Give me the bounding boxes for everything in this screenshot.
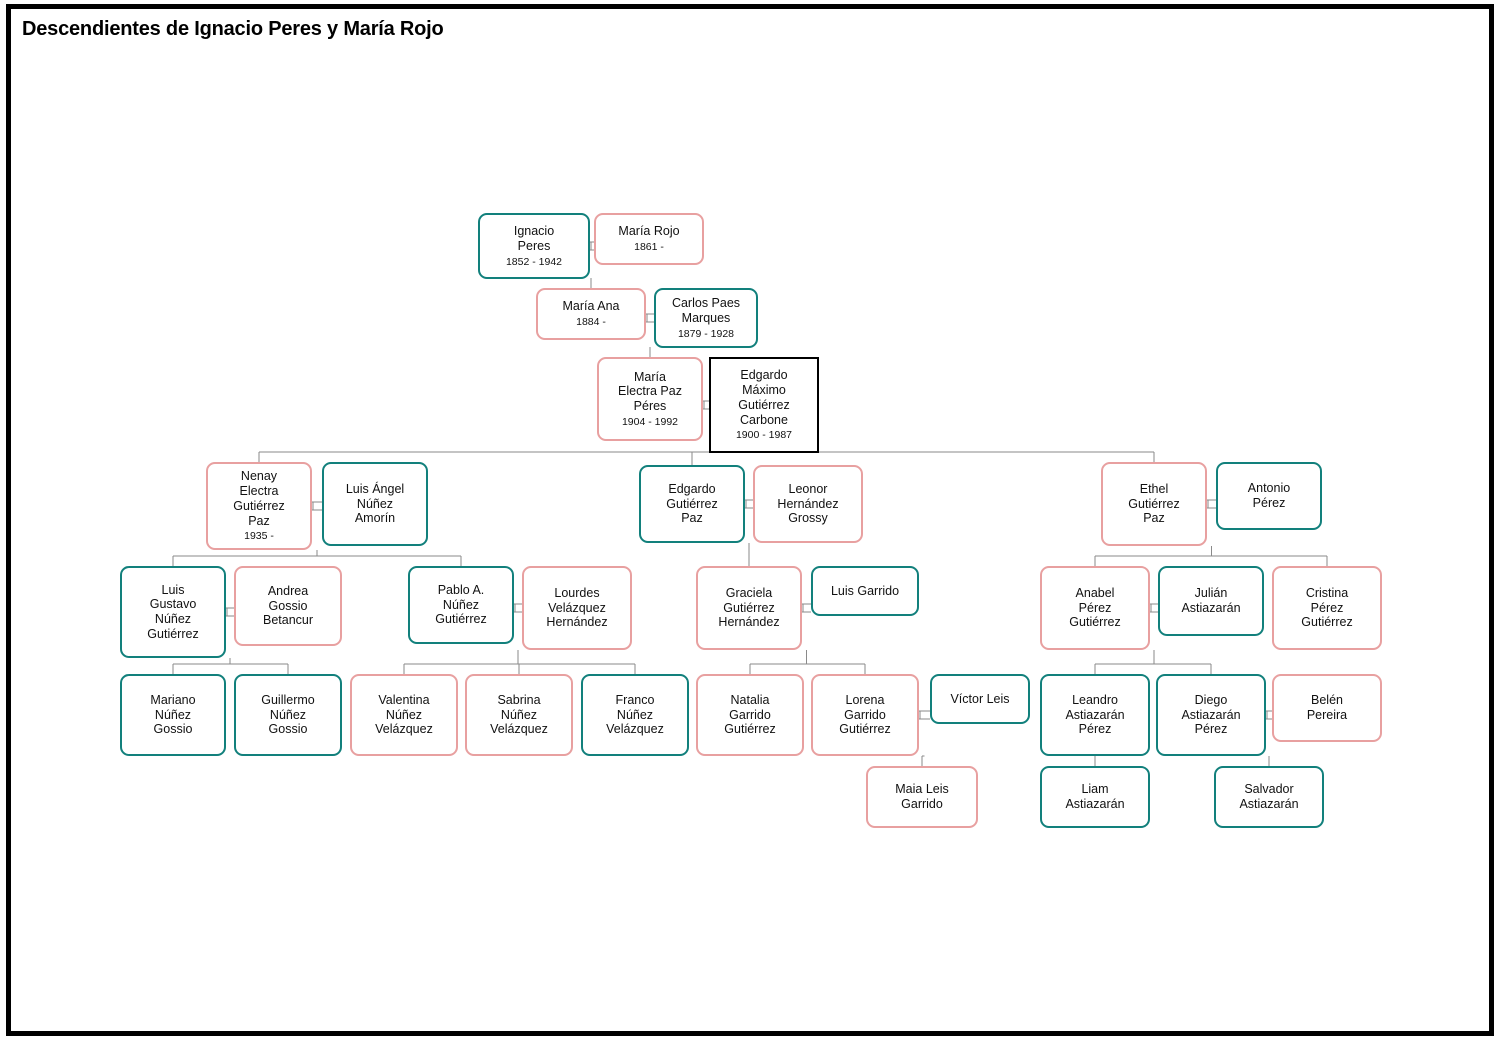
person-dates: 1861 -: [634, 241, 664, 254]
person-dates: 1884 -: [576, 316, 606, 329]
person-node-victorleis[interactable]: Víctor Leis: [930, 674, 1030, 724]
person-name: Valentina Núñez Velázquez: [375, 692, 433, 737]
person-dates: 1904 - 1992: [621, 415, 679, 428]
person-name: Julián Astiazarán: [1181, 586, 1241, 615]
person-name: Antonio Pérez: [1247, 481, 1291, 510]
person-name: María Ana: [562, 299, 620, 314]
person-node-carlospaes[interactable]: Carlos Paes Marques 1879 - 1928: [654, 288, 758, 348]
person-node-mariarojo[interactable]: María Rojo 1861 -: [594, 213, 704, 265]
page-title: Descendientes de Ignacio Peres y María R…: [22, 18, 444, 40]
person-name: Franco Núñez Velázquez: [606, 692, 664, 737]
person-name: Ethel Gutiérrez Paz: [1128, 481, 1180, 526]
person-name: Leandro Astiazarán Pérez: [1065, 692, 1125, 737]
person-node-luisgus[interactable]: Luis Gustavo Núñez Gutiérrez: [120, 566, 226, 658]
person-dates: 1935 -: [244, 530, 274, 543]
person-node-luisangel[interactable]: Luis Ángel Núñez Amorín: [322, 462, 428, 546]
person-name: Luis Gustavo Núñez Gutiérrez: [147, 582, 199, 641]
person-node-ignacio[interactable]: Ignacio Peres 1852 - 1942: [478, 213, 590, 279]
person-name: Maia Leis Garrido: [895, 782, 949, 811]
person-dates: 1852 - 1942: [505, 255, 563, 268]
person-name: Ignacio Peres: [513, 224, 555, 253]
person-name: Guillermo Núñez Gossio: [261, 692, 315, 737]
person-name: María Electra Paz Péres: [618, 369, 682, 414]
person-node-valentina[interactable]: Valentina Núñez Velázquez: [350, 674, 458, 756]
person-node-ethel[interactable]: Ethel Gutiérrez Paz: [1101, 462, 1207, 546]
person-node-belen[interactable]: Belén Pereira: [1272, 674, 1382, 742]
person-name: Luis Garrido: [830, 583, 900, 598]
person-name: Mariano Núñez Gossio: [150, 692, 196, 737]
person-name: Pablo A. Núñez Gutiérrez: [435, 582, 487, 627]
person-node-graciela[interactable]: Graciela Gutiérrez Hernández: [696, 566, 802, 650]
person-node-antonio[interactable]: Antonio Pérez: [1216, 462, 1322, 530]
person-node-pabloa[interactable]: Pablo A. Núñez Gutiérrez: [408, 566, 514, 644]
person-node-maia[interactable]: Maia Leis Garrido: [866, 766, 978, 828]
person-dates: 1900 - 1987: [735, 429, 793, 442]
person-name: Sabrina Núñez Velázquez: [490, 692, 548, 737]
person-name: Carlos Paes Marques: [671, 296, 741, 325]
person-name: Cristina Pérez Gutiérrez: [1301, 585, 1353, 630]
person-name: Salvador Astiazarán: [1239, 782, 1299, 811]
person-node-edgardomax[interactable]: Edgardo Máximo Gutiérrez Carbone 1900 - 1…: [709, 357, 819, 453]
person-node-nenay[interactable]: Nenay Electra Gutiérrez Paz 1935 -: [206, 462, 312, 550]
person-name: Víctor Leis: [950, 691, 1010, 706]
person-name: Lourdes Velázquez Hernández: [546, 585, 608, 630]
person-name: Liam Astiazarán: [1065, 782, 1125, 811]
person-name: Diego Astiazarán Pérez: [1181, 692, 1241, 737]
person-node-cristina[interactable]: Cristina Pérez Gutiérrez: [1272, 566, 1382, 650]
person-name: Edgardo Gutiérrez Paz: [666, 481, 718, 526]
person-node-lorena[interactable]: Lorena Garrido Gutiérrez: [811, 674, 919, 756]
person-name: María Rojo: [618, 224, 680, 239]
person-node-diego[interactable]: Diego Astiazarán Pérez: [1156, 674, 1266, 756]
person-name: Edgardo Máximo Gutiérrez Carbone: [738, 368, 790, 427]
person-node-franco[interactable]: Franco Núñez Velázquez: [581, 674, 689, 756]
person-node-andrea[interactable]: Andrea Gossio Betancur: [234, 566, 342, 646]
person-node-luisgarrido[interactable]: Luis Garrido: [811, 566, 919, 616]
person-name: Belén Pereira: [1306, 693, 1348, 722]
person-node-liam[interactable]: Liam Astiazarán: [1040, 766, 1150, 828]
person-dates: 1879 - 1928: [677, 327, 735, 340]
person-name: Lorena Garrido Gutiérrez: [839, 692, 891, 737]
person-node-leandro[interactable]: Leandro Astiazarán Pérez: [1040, 674, 1150, 756]
person-node-lourdes[interactable]: Lourdes Velázquez Hernández: [522, 566, 632, 650]
person-node-leonor[interactable]: Leonor Hernández Grossy: [753, 465, 863, 543]
person-node-mariaana[interactable]: María Ana 1884 -: [536, 288, 646, 340]
person-name: Andrea Gossio Betancur: [262, 583, 314, 628]
person-name: Leonor Hernández Grossy: [777, 481, 839, 526]
person-name: Natalia Garrido Gutiérrez: [724, 692, 776, 737]
person-name: Anabel Pérez Gutiérrez: [1069, 585, 1121, 630]
person-node-salvador[interactable]: Salvador Astiazarán: [1214, 766, 1324, 828]
person-node-guillermo[interactable]: Guillermo Núñez Gossio: [234, 674, 342, 756]
person-name: Luis Ángel Núñez Amorín: [345, 481, 405, 526]
person-name: Nenay Electra Gutiérrez Paz: [233, 469, 285, 528]
person-name: Graciela Gutiérrez Hernández: [718, 585, 780, 630]
person-node-natalia[interactable]: Natalia Garrido Gutiérrez: [696, 674, 804, 756]
person-node-julian[interactable]: Julián Astiazarán: [1158, 566, 1264, 636]
person-node-sabrina[interactable]: Sabrina Núñez Velázquez: [465, 674, 573, 756]
person-node-edgardogp[interactable]: Edgardo Gutiérrez Paz: [639, 465, 745, 543]
person-node-mariano[interactable]: Mariano Núñez Gossio: [120, 674, 226, 756]
person-node-anabel[interactable]: Anabel Pérez Gutiérrez: [1040, 566, 1150, 650]
